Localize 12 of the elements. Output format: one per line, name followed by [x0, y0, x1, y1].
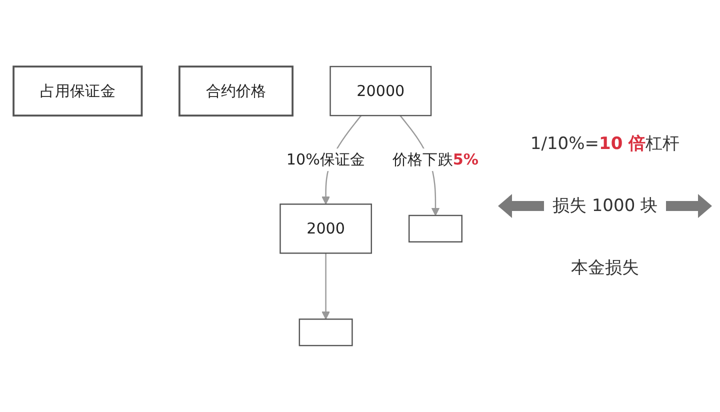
- note-text: 本金损失: [571, 257, 639, 280]
- node-box: 占用保证金: [12, 66, 143, 116]
- arrow: [322, 253, 330, 320]
- node-box: 2000: [280, 204, 372, 254]
- node-box: 合约价格: [178, 66, 294, 116]
- formula-text: 1/10%=10 倍杠杆: [530, 132, 680, 155]
- node-box: 20000: [330, 66, 432, 116]
- edge-label: 10%保证金: [286, 150, 366, 168]
- loss-text: 损失 1000 块: [552, 194, 658, 218]
- edge-label: 价格下跌5%: [392, 150, 478, 168]
- node-box: [408, 214, 462, 242]
- node-box: [298, 318, 353, 346]
